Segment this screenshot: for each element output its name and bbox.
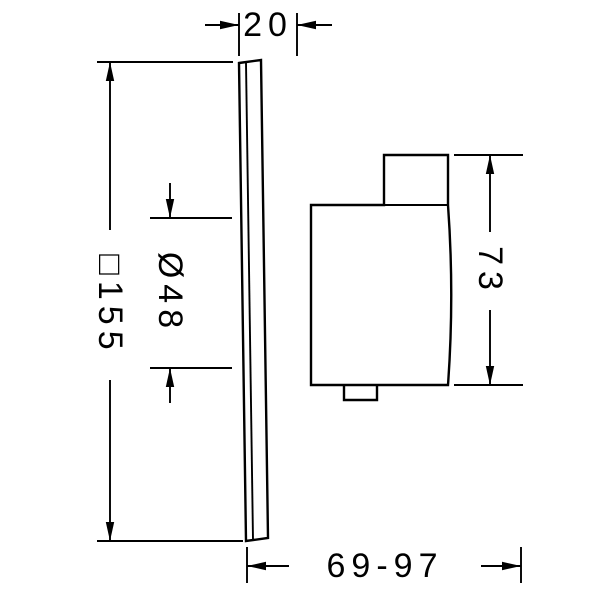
arrowhead-left-icon bbox=[247, 561, 266, 571]
dim-cutout-diameter: Ø48 bbox=[150, 183, 232, 403]
arrowhead-right-icon bbox=[220, 20, 239, 30]
dim-projection-range: 69-97 bbox=[246, 547, 522, 585]
arrowhead-right-icon bbox=[502, 561, 521, 571]
mixer-body bbox=[309, 153, 453, 402]
arrowhead-down-icon bbox=[105, 522, 115, 541]
dim-plate-thickness: 20 bbox=[205, 6, 332, 56]
dim-plate-thickness-label: 20 bbox=[243, 6, 293, 44]
arrowhead-down-icon bbox=[165, 199, 175, 218]
dim-cutout-diameter-label: Ø48 bbox=[151, 252, 189, 334]
arrowhead-down-icon bbox=[485, 366, 495, 385]
bottom-tab-outline bbox=[342, 385, 379, 402]
mixer-body-outline bbox=[309, 153, 453, 387]
dim-projection-range-label: 69-97 bbox=[327, 547, 444, 585]
wall-plate bbox=[237, 58, 270, 543]
dim-handle-height-label: 73 bbox=[471, 246, 509, 296]
arrowhead-up-icon bbox=[105, 62, 115, 81]
dim-plate-size: □155 bbox=[91, 61, 243, 542]
dim-handle-height: 73 bbox=[454, 154, 523, 386]
arrowhead-up-icon bbox=[485, 155, 495, 174]
arrowhead-left-icon bbox=[297, 20, 316, 30]
wall-plate-outline bbox=[237, 58, 270, 543]
wall-plate-inner-edge bbox=[245, 62, 254, 541]
arrowhead-up-icon bbox=[165, 368, 175, 387]
dim-plate-size-label: □155 bbox=[91, 254, 129, 355]
